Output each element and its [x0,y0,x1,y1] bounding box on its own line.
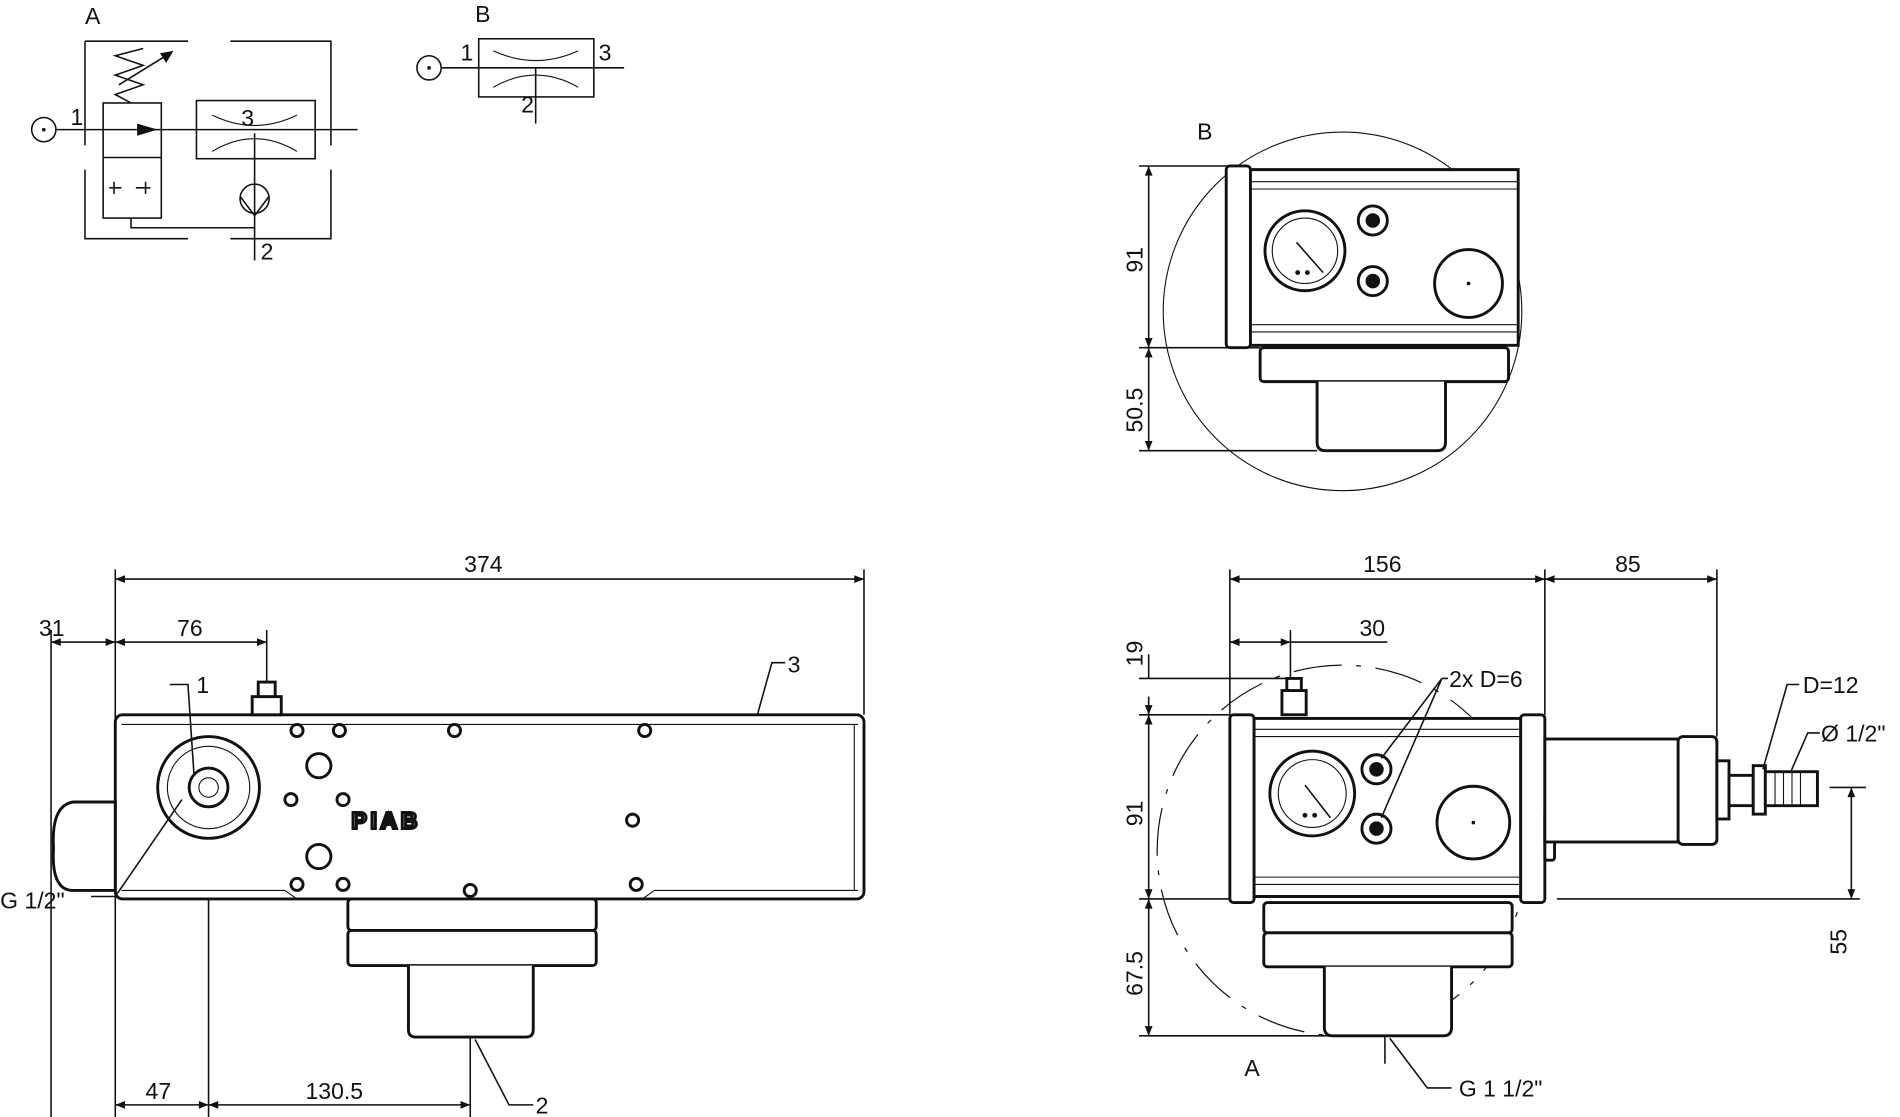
dim-width: 156 [1363,551,1401,577]
schematic-a-port-2: 2 [261,238,274,264]
schematic-a-label: A [85,3,101,29]
dim-nozzle-front: 30 [1359,615,1385,641]
schematic-a-port-1: 1 [70,104,83,130]
schematic-b: B 1 3 2 [416,1,625,124]
dim-outlet: 130.5 [305,1078,363,1104]
dim-nozzle: 76 [177,615,203,641]
ports-label: 2x D=6 [1449,666,1523,692]
diameter-label: Ø 1/2" [1821,720,1885,746]
schematic-b-label: B [475,1,490,27]
schematic-b-port-3: 3 [599,40,612,66]
thread-label-side: G 1/2" [0,888,64,914]
callout-1: 1 [196,672,209,698]
detail-a-label: A [1244,1055,1260,1081]
detail-b-dim-base: 50.5 [1122,388,1148,433]
dim-nozzle-height: 19 [1122,641,1148,667]
schematic-a: A 1 3 2 [30,3,358,264]
hose-label: D=12 [1803,672,1859,698]
dim-total: 374 [464,551,503,577]
detail-b-dim-height: 91 [1122,247,1148,273]
dim-mount: 85 [1615,551,1641,577]
thread-label-front: G 1 1/2" [1459,1075,1543,1101]
detail-b: B 91 50.5 [1122,118,1523,492]
callout-2: 2 [536,1092,549,1117]
schematic-b-port-1: 1 [461,40,474,66]
dim-handle: 31 [39,615,65,641]
schematic-a-port-3: 3 [241,105,254,131]
dim-base-front: 67.5 [1122,951,1148,996]
schematic-b-port-2: 2 [521,92,534,118]
dim-height-front: 91 [1122,801,1148,827]
side-view: 374 76 31 47 130.5 PIAB 1 3 G 1/2" 2 [0,551,866,1117]
dim-outlet-height: 55 [1826,929,1852,955]
front-view: 156 85 30 19 91 67.5 55 2x D=6 D=12 Ø 1/… [1122,551,1886,1102]
detail-b-label: B [1197,118,1212,144]
callout-3: 3 [788,651,801,677]
piab-logo: PIAB [352,808,422,834]
dim-port-offset: 47 [146,1078,172,1104]
